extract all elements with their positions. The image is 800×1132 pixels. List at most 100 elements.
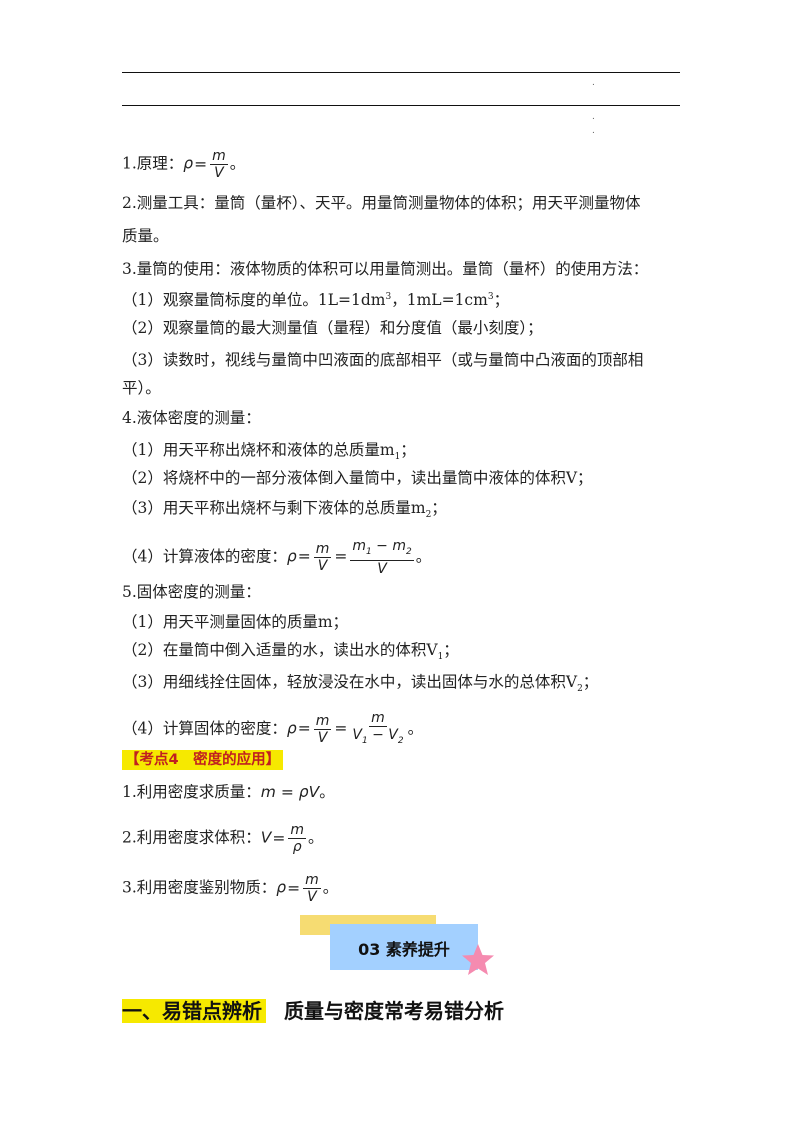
subscript: 2 — [425, 510, 432, 521]
header-rule-top — [122, 72, 680, 73]
volume-symbol: V — [260, 828, 272, 847]
text: V — [352, 727, 362, 743]
step-line: （1）用天平测量固体的质量m； — [122, 613, 349, 631]
text: 2.利用密度求体积： — [122, 828, 261, 847]
step-line: （3）读数时，视线与量筒中凹液面的底部相平（或与量筒中凸液面的顶部相 — [122, 351, 644, 369]
numerator: m — [210, 148, 228, 165]
subscript: 1 — [394, 452, 401, 463]
header-dot: . — [592, 126, 595, 136]
equals: = — [297, 547, 311, 566]
text: （4）计算固体的密度： — [122, 719, 287, 738]
text: 。 — [229, 154, 246, 173]
superscript: 3 — [487, 292, 494, 302]
numerator: m — [288, 822, 307, 839]
numerator: m1 − m2 — [350, 538, 414, 561]
star-icon — [462, 944, 494, 975]
header-dot: . — [592, 78, 595, 88]
denominator: V — [317, 729, 328, 746]
equals: = — [297, 719, 311, 738]
equals: = — [334, 547, 348, 566]
liquid-density-title: 4.液体密度的测量： — [122, 409, 261, 427]
step-line: （2）将烧杯中的一部分液体倒入量筒中，读出量筒中液体的体积V； — [122, 469, 593, 487]
subscript: 2 — [406, 546, 412, 557]
superscript: 3 — [385, 292, 392, 302]
denominator: V — [307, 889, 317, 905]
step-line: （3）用细线拴住固体，轻放浸没在水中，读出固体与水的总体积V2； — [122, 672, 598, 699]
equals: = — [272, 828, 286, 847]
text: ，1mL=1cm — [391, 291, 488, 310]
tools-line: 2.测量工具：量筒（量杯）、天平。用量筒测量物体的体积；用天平测量物体 — [122, 194, 641, 212]
equals: = — [287, 878, 301, 897]
cylinder-use-line: 3.量筒的使用：液体物质的体积可以用量筒测出。量筒（量杯）的使用方法： — [122, 260, 649, 278]
text: 。 — [407, 719, 424, 738]
text: 。 — [319, 783, 335, 801]
numerator: m — [303, 872, 321, 889]
banner-blue-box — [330, 924, 478, 970]
kaodian4-label: 【考点4 密度的应用】 — [122, 750, 284, 770]
subscript: 2 — [577, 684, 583, 695]
solid-density-title: 5.固体密度的测量： — [122, 583, 261, 601]
denominator: V1 − V2 — [350, 727, 405, 749]
step-line: （1）用天平称出烧杯和液体的总质量m1； — [122, 440, 416, 467]
step-line-cont: 平）。 — [122, 379, 161, 397]
step-line: （1）观察量筒标度的单位。1L=1dm3，1mL=1cm3； — [122, 287, 509, 310]
text: 1.原理： — [122, 154, 184, 173]
app-mass-line: 1.利用密度求质量：m = ρV。 — [122, 782, 335, 802]
text: 。 — [308, 828, 324, 847]
text: 。 — [415, 547, 432, 566]
text: （1）观察量筒标度的单位。1L=1dm — [122, 291, 386, 310]
denominator: V — [214, 165, 224, 181]
denominator: V — [317, 557, 328, 574]
step-line: （2）在量筒中倒入适量的水，读出水的体积V1； — [122, 640, 459, 667]
numerator: m — [313, 712, 332, 730]
subscript: 2 — [397, 735, 404, 746]
text: （1）用天平称出烧杯和液体的总质量m — [122, 441, 395, 459]
step-line: （2）观察量筒的最大测量值（量程）和分度值（最小刻度）； — [122, 319, 543, 337]
text: ； — [431, 499, 447, 517]
header-dot: . — [592, 112, 595, 122]
section-banner: 03 素养提升 — [300, 915, 500, 975]
rho-symbol: ρ — [286, 547, 297, 566]
subscript: 1 — [366, 546, 372, 557]
heading-rest: 质量与密度常考易错分析 — [284, 999, 504, 1023]
heading-highlight: 一、易错点辨析 — [122, 999, 266, 1023]
text: 3.利用密度鉴别物质： — [122, 878, 277, 897]
text: − m — [371, 538, 407, 554]
text: 1.利用密度求质量： — [122, 783, 261, 801]
equals: = — [194, 154, 208, 173]
equals: = — [334, 719, 348, 738]
text: m — [352, 538, 366, 554]
text: （3）用天平称出烧杯与剩下液体的总质量m — [122, 499, 426, 517]
text: （4）计算液体的密度： — [122, 547, 287, 566]
banner-title: 03 素养提升 — [358, 940, 450, 959]
text: ； — [493, 291, 510, 310]
text: ； — [443, 641, 459, 659]
text: − V — [367, 727, 398, 743]
header-rule-bottom — [122, 105, 680, 106]
step-line: （3）用天平称出烧杯与剩下液体的总质量m2； — [122, 498, 447, 525]
text: ； — [400, 441, 416, 459]
text: 。 — [322, 878, 339, 897]
text: （3）用细线拴住固体，轻放浸没在水中，读出固体与水的总体积V — [122, 673, 578, 691]
formula: m = ρV — [260, 783, 320, 801]
text: （2）在量筒中倒入适量的水，读出水的体积V — [122, 641, 438, 659]
denominator: V — [377, 560, 387, 577]
tools-line-cont: 质量。 — [122, 227, 169, 245]
subscript: 1 — [437, 652, 444, 663]
denominator: ρ — [292, 839, 302, 855]
numerator: m — [369, 710, 387, 727]
subscript: 1 — [361, 735, 368, 746]
numerator: m — [313, 540, 332, 558]
rho-symbol: ρ — [276, 878, 287, 897]
rho-symbol: ρ — [183, 154, 194, 173]
